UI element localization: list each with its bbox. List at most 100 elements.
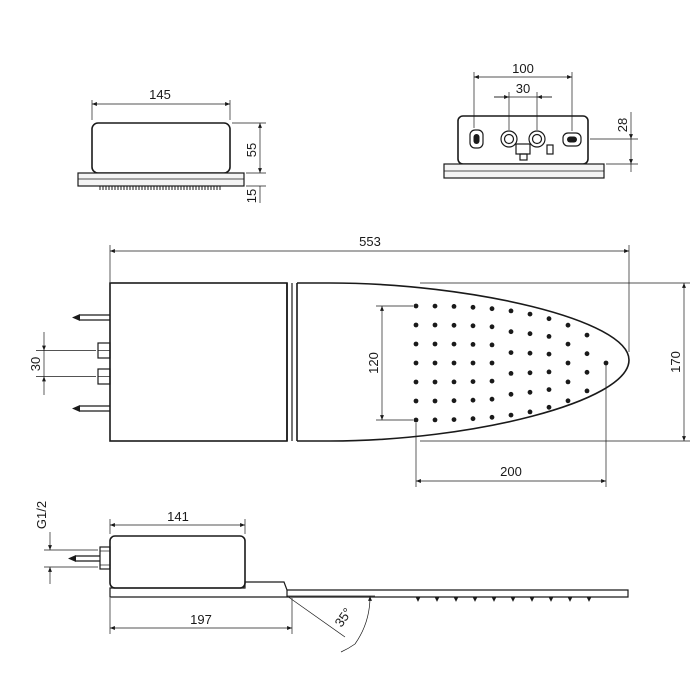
spray-hole — [508, 391, 514, 397]
spray-hole — [527, 331, 533, 337]
spray-hole — [413, 379, 419, 385]
spray-hole — [489, 324, 495, 330]
dim-front-plate: 15 — [244, 189, 259, 203]
spray-hole — [546, 404, 552, 410]
side-nozzle-row — [415, 596, 592, 602]
spray-hole — [451, 341, 457, 347]
spray-hole — [470, 323, 476, 329]
spray-hole — [603, 360, 609, 366]
side-nozzle — [586, 596, 592, 602]
rear-inlet-left-icon — [500, 130, 518, 148]
spray-hole — [508, 371, 514, 376]
spray-hole — [432, 379, 438, 385]
dim-inlet-spacing: 30 — [28, 357, 43, 371]
spray-hole — [546, 387, 552, 392]
dim-spray-height: 120 — [366, 352, 381, 374]
spray-head-outline — [297, 282, 630, 442]
spray-hole — [432, 360, 438, 366]
spray-hole — [413, 341, 419, 347]
spray-hole — [565, 322, 571, 328]
spray-hole — [489, 414, 495, 420]
side-nozzle — [529, 596, 535, 602]
spray-hole — [489, 378, 495, 384]
spray-hole — [413, 417, 419, 423]
side-box — [109, 535, 246, 589]
spray-hole — [470, 304, 476, 310]
control-box — [109, 282, 288, 442]
spray-hole — [584, 369, 590, 375]
front-view-box — [91, 122, 231, 174]
front-view-nozzle-row — [99, 186, 221, 190]
rear-slot-right — [562, 132, 582, 147]
spray-hole — [508, 329, 514, 335]
spray-hole — [527, 409, 533, 415]
spray-hole — [413, 322, 419, 328]
spray-hole — [489, 342, 495, 348]
spray-hole — [527, 350, 533, 356]
spray-hole — [508, 350, 514, 355]
side-nozzle — [434, 596, 440, 602]
spray-hole — [527, 311, 533, 317]
dim-rear-outer: 100 — [512, 61, 534, 76]
rear-view: 100 30 28 — [443, 61, 638, 179]
front-view: 145 55 15 — [77, 87, 266, 203]
spray-hole — [432, 322, 438, 328]
dim-rear-height: 28 — [615, 118, 630, 132]
spray-hole — [470, 360, 476, 366]
spray-hole — [432, 417, 438, 423]
spray-hole — [489, 306, 495, 312]
spray-hole — [527, 389, 533, 395]
spray-hole — [432, 398, 438, 404]
spray-hole — [432, 303, 438, 309]
spray-hole — [565, 341, 571, 347]
spray-hole — [546, 369, 552, 375]
spray-hole — [546, 351, 552, 357]
side-nozzle — [491, 596, 497, 602]
spray-hole — [470, 379, 476, 384]
plan-view: 553 30 120 200 — [28, 234, 690, 487]
spray-hole — [508, 308, 514, 314]
side-nozzle — [415, 596, 421, 602]
spray-hole — [489, 396, 495, 402]
spray-hole — [413, 360, 419, 366]
dim-front-width: 145 — [149, 87, 171, 102]
thread-inlet — [99, 546, 111, 570]
spray-hole — [432, 341, 438, 347]
spray-hole — [413, 398, 419, 404]
spray-hole — [451, 417, 457, 422]
rear-slot-left — [469, 129, 484, 149]
spray-hole — [527, 370, 533, 376]
dim-spray-length: 200 — [500, 464, 522, 479]
dim-angle: 35° — [332, 605, 356, 630]
spray-hole — [565, 398, 571, 404]
dim-front-height: 55 — [244, 143, 259, 157]
spray-hole — [546, 316, 552, 322]
front-view-plate — [77, 172, 245, 187]
side-nozzle — [453, 596, 459, 602]
side-view: G1/2 141 197 35° — [34, 501, 629, 653]
spray-hole — [546, 334, 552, 339]
side-nozzle — [510, 596, 516, 602]
spray-nozzle-grid — [413, 303, 609, 423]
side-nozzle — [548, 596, 554, 602]
side-nozzle — [472, 596, 478, 602]
spray-hole — [451, 398, 457, 404]
spray-hole — [470, 416, 476, 422]
dim-rear-inner: 30 — [516, 81, 530, 96]
dim-total-length: 553 — [359, 234, 381, 249]
spray-hole — [584, 332, 590, 338]
spray-hole — [470, 397, 476, 403]
side-spray-plate — [109, 581, 629, 598]
dim-thread: G1/2 — [34, 501, 49, 529]
spray-hole — [470, 342, 476, 347]
spray-hole — [451, 304, 457, 309]
spray-hole — [508, 412, 514, 418]
spray-hole — [451, 322, 457, 328]
dim-side-box-width: 141 — [167, 509, 189, 524]
dim-total-width: 170 — [668, 351, 683, 373]
rear-inlet-right-icon — [528, 130, 546, 148]
spray-hole — [489, 360, 495, 366]
spray-hole — [451, 379, 457, 385]
spray-hole — [565, 379, 571, 385]
